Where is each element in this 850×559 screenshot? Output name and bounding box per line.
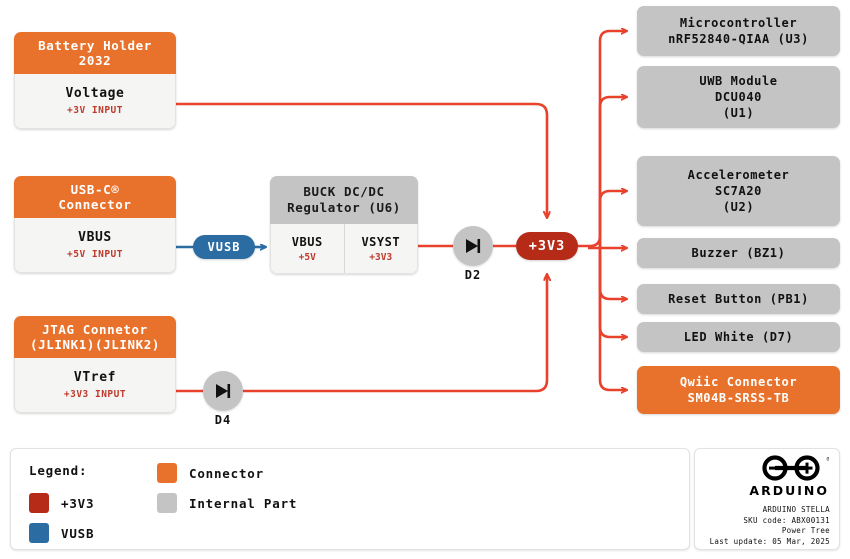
legend-panel: Legend: +3V3 VUSB Connector Internal Par… [10, 448, 690, 550]
footer-last-update: Last update: 05 Mar, 2025 [709, 536, 830, 546]
block-uwb-module[interactable]: UWB Module DCU040 (U1) [637, 66, 840, 128]
footer-doc-type: Power Tree [781, 526, 830, 535]
block-reset-button[interactable]: Reset Button (PB1) [637, 284, 840, 314]
block-qwiic-line2: SM04B-SRSS-TB [687, 391, 790, 405]
wire-bus-to-uwb [598, 97, 627, 246]
block-battery-header: Battery Holder 2032 [14, 32, 176, 74]
block-buzzer-label: Buzzer (BZ1) [691, 246, 786, 260]
buck-output-value: +3V3 [369, 251, 393, 263]
block-uwb-line1: UWB Module [699, 74, 778, 88]
footer-panel: ® ARDUINO ARDUINO STELLA SKU code: ABX00… [694, 448, 840, 550]
svg-text:®: ® [826, 456, 829, 463]
block-usbc-title-line1: USB-C® [70, 182, 120, 197]
block-accelerometer-line1: Accelerometer [687, 168, 790, 182]
wire-bus-to-accel [598, 191, 627, 246]
wire-bus-to-reset [598, 246, 627, 299]
block-battery-title-line1: Battery Holder [38, 38, 152, 53]
legend-item-connector: Connector [157, 463, 264, 483]
block-buck-body: VBUS +5V VSYST +3V3 [270, 224, 418, 274]
block-buck-header: BUCK DC/DC Regulator (U6) [270, 176, 418, 224]
block-buck-title-line2: Regulator (U6) [287, 200, 401, 215]
footer-metadata: ARDUINO STELLA SKU code: ABX00131 Power … [710, 505, 830, 547]
buck-input-name: VBUS [291, 234, 323, 249]
block-reset-button-label: Reset Button (PB1) [668, 292, 809, 306]
block-battery-holder[interactable]: Battery Holder 2032 Voltage +3V INPUT [14, 32, 176, 129]
buck-input-cell: VBUS +5V [271, 224, 344, 273]
block-usbc-body: VBUS +5V INPUT [14, 218, 176, 273]
buck-output-cell: VSYST +3V3 [343, 224, 418, 273]
legend-swatch-internal-part [157, 493, 177, 513]
block-battery-rail-name: Voltage [65, 86, 125, 101]
block-jtag-rail-name: VTref [73, 370, 117, 385]
block-jtag-header: JTAG Connetor (JLINK1)(JLINK2) [14, 316, 176, 358]
block-microcontroller-line2: nRF52840-QIAA (U3) [668, 32, 809, 46]
block-buck-regulator[interactable]: BUCK DC/DC Regulator (U6) VBUS +5V VSYST… [270, 176, 418, 274]
block-accelerometer-line3: (U2) [722, 200, 755, 214]
block-usbc-rail-value: +5V INPUT [67, 249, 123, 260]
legend-swatch-rail-3v3 [29, 493, 49, 513]
legend-label-internal-part: Internal Part [189, 495, 298, 511]
diode-d2-label: D2 [464, 268, 482, 282]
legend-swatch-connector [157, 463, 177, 483]
block-qwiic-line1: Qwiic Connector [679, 375, 798, 389]
block-buzzer[interactable]: Buzzer (BZ1) [637, 238, 840, 268]
block-uwb-line2: DCU040 [715, 90, 762, 104]
legend-title: Legend: [29, 463, 88, 478]
block-accelerometer[interactable]: Accelerometer SC7A20 (U2) [637, 156, 840, 226]
arduino-infinity-icon: ® [762, 455, 831, 481]
block-microcontroller[interactable]: Microcontroller nRF52840-QIAA (U3) [637, 6, 840, 56]
wire-d4-to-rail [243, 274, 547, 393]
wire-bus-to-qwiic [598, 246, 627, 390]
arduino-logo: ® ARDUINO [749, 455, 831, 498]
footer-sku-code: SKU code: ABX00131 [743, 515, 830, 525]
block-jtag-rail-value: +3V3 INPUT [63, 389, 127, 400]
block-usbc-rail-name: VBUS [78, 230, 112, 245]
net-badge-3v3: +3V3 [516, 232, 578, 260]
diode-icon [466, 239, 481, 253]
block-usbc-connector[interactable]: USB-C® Connector VBUS +5V INPUT [14, 176, 176, 273]
block-jtag-body: VTref +3V3 INPUT [14, 358, 176, 413]
legend-label-rail-3v3: +3V3 [61, 495, 95, 511]
legend-label-rail-vusb: VUSB [61, 525, 95, 541]
wire-bus-to-led [598, 246, 627, 337]
legend-title-row: Legend: [29, 463, 87, 478]
diode-icon [216, 384, 231, 398]
block-battery-title-line2: 2032 [78, 53, 112, 68]
block-battery-body: Voltage +3V INPUT [14, 74, 176, 129]
legend-item-internal-part: Internal Part [157, 493, 297, 513]
legend-item-rail-3v3: +3V3 [29, 493, 94, 513]
legend-swatch-rail-vusb [29, 523, 49, 543]
block-usbc-title-line2: Connector [58, 197, 132, 212]
wire-rail-bus [578, 31, 627, 248]
footer-product-name: ARDUINO STELLA [762, 505, 830, 514]
buck-output-name: VSYST [361, 234, 401, 249]
block-usbc-header: USB-C® Connector [14, 176, 176, 218]
block-jtag-title-line1: JTAG Connetor [42, 322, 148, 337]
diode-d4-label: D4 [214, 413, 232, 427]
block-microcontroller-line1: Microcontroller [679, 16, 798, 30]
block-jtag-title-line2: (JLINK1)(JLINK2) [29, 337, 160, 352]
block-battery-rail-value: +3V INPUT [67, 105, 123, 116]
block-jtag-connector[interactable]: JTAG Connetor (JLINK1)(JLINK2) VTref +3V… [14, 316, 176, 413]
diode-d2[interactable]: D2 [453, 226, 493, 282]
diode-d4[interactable]: D4 [203, 371, 243, 427]
net-badge-vusb: VUSB [193, 235, 255, 259]
arduino-wordmark: ARDUINO [749, 483, 829, 498]
legend-label-connector: Connector [189, 465, 264, 481]
block-led-white-label: LED White (D7) [683, 330, 794, 344]
block-led-white[interactable]: LED White (D7) [637, 322, 840, 352]
block-accelerometer-line2: SC7A20 [715, 184, 762, 198]
block-buck-title-line1: BUCK DC/DC [303, 184, 385, 199]
block-qwiic-connector[interactable]: Qwiic Connector SM04B-SRSS-TB [637, 366, 840, 414]
block-uwb-line3: (U1) [722, 106, 755, 120]
legend-item-rail-vusb: VUSB [29, 523, 94, 543]
buck-input-value: +5V [298, 251, 316, 263]
